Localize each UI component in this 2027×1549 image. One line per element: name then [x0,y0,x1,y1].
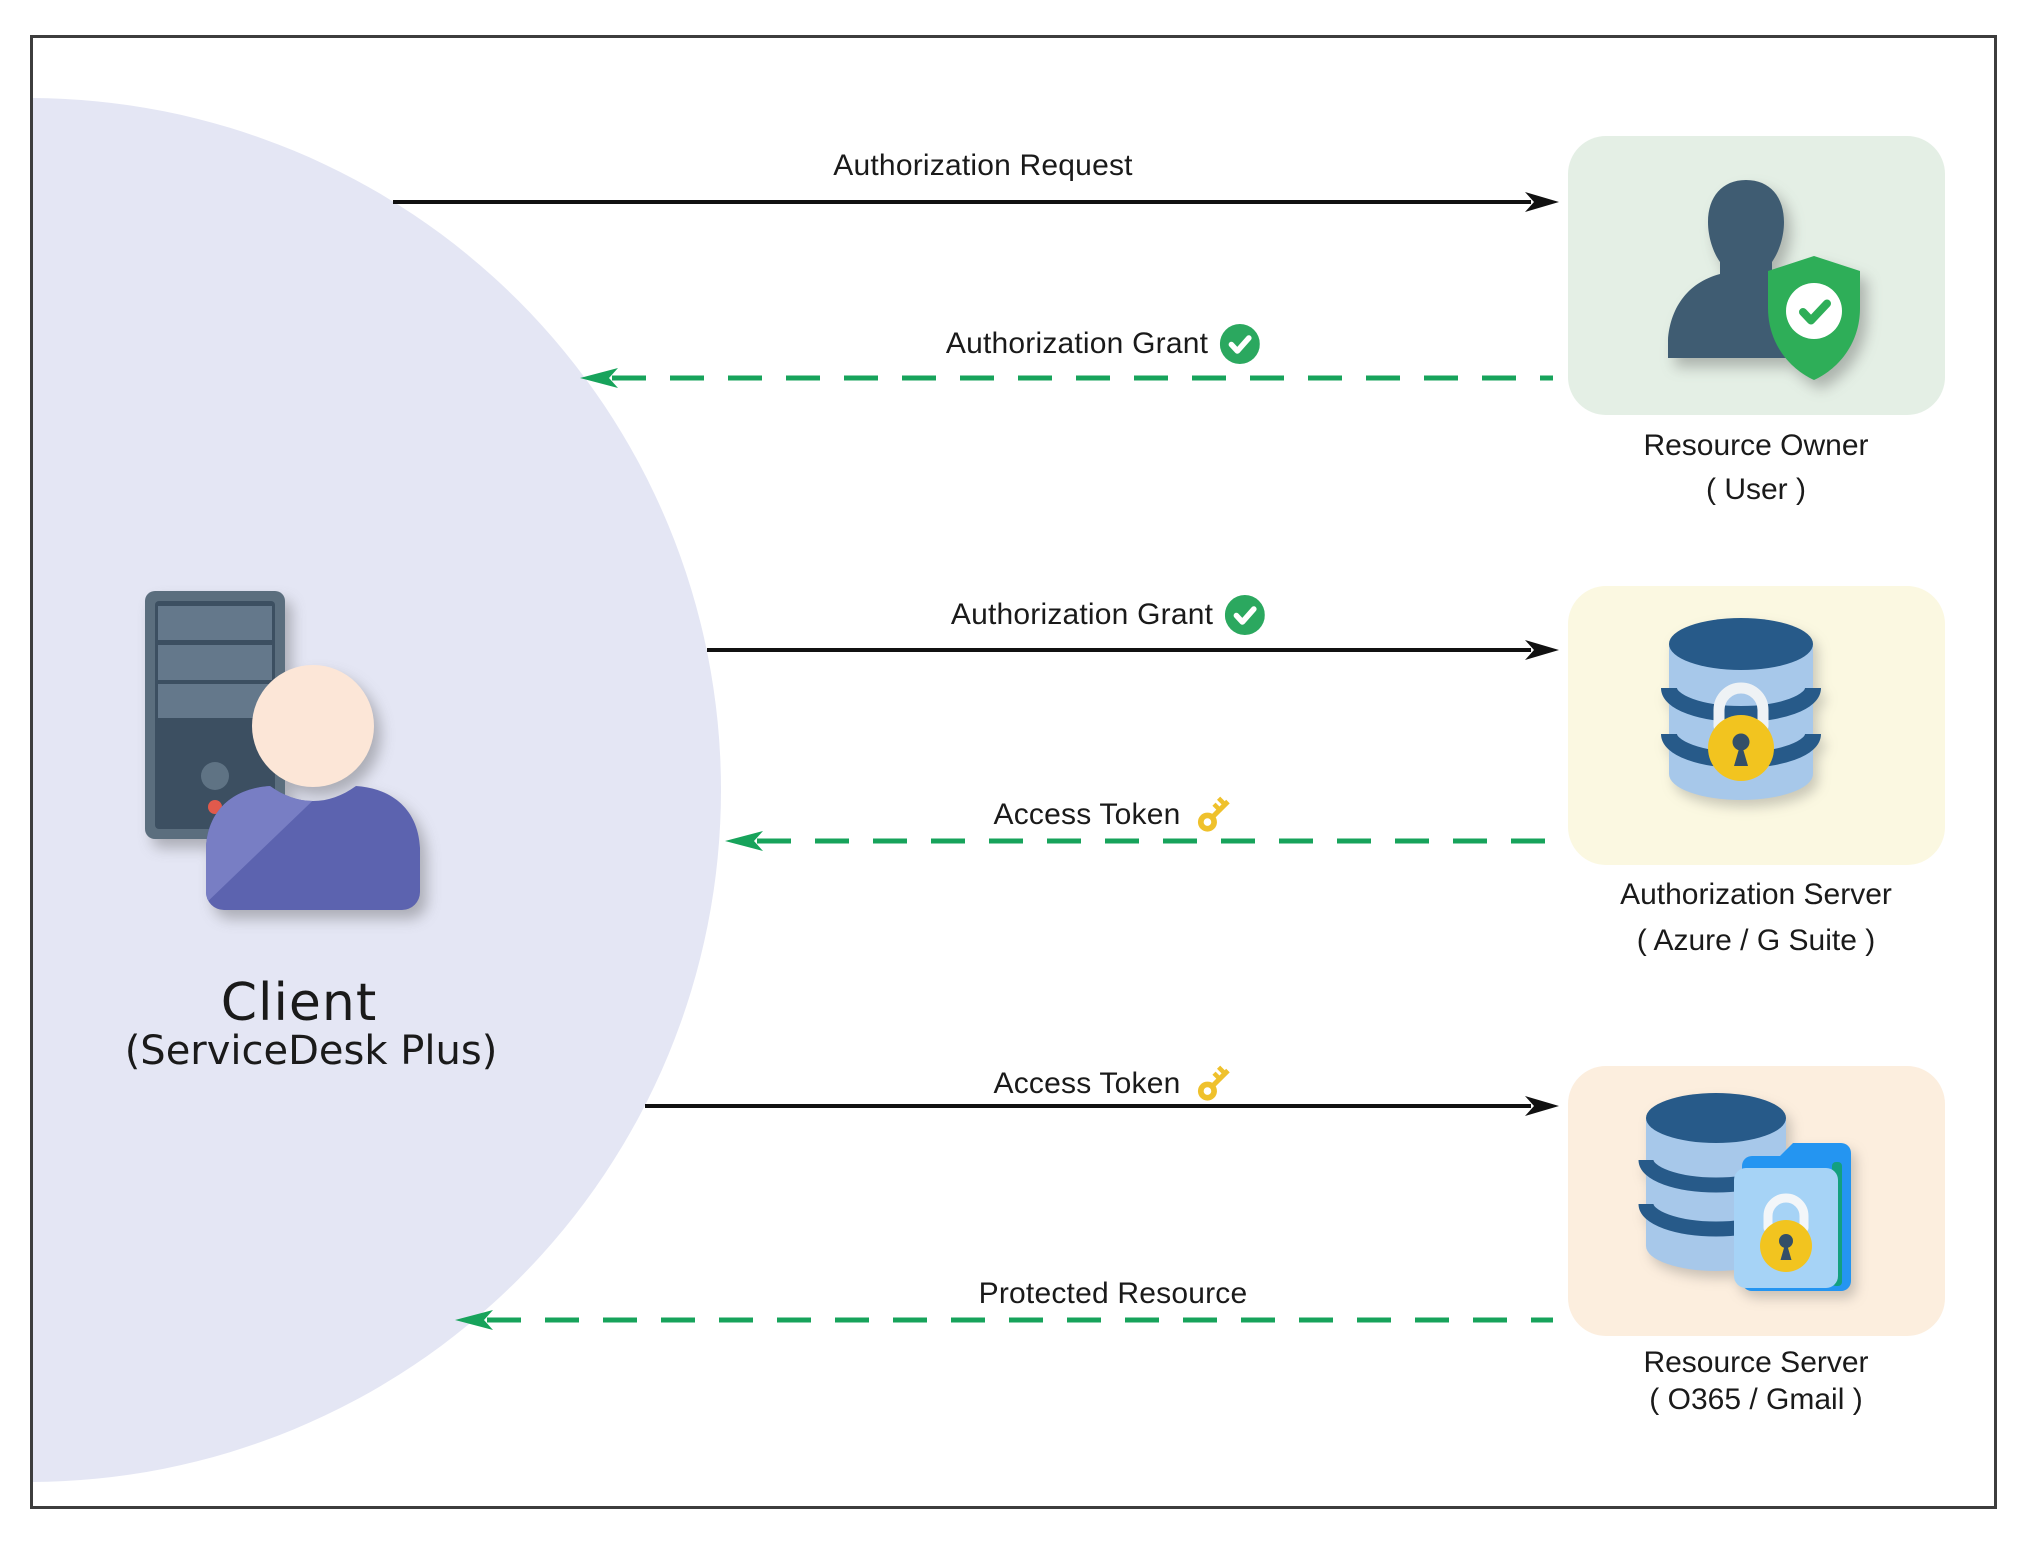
arrow-label-protected-resource: Protected Resource [979,1279,1248,1309]
dashed-left-arrow [580,368,1553,388]
arrow-label-access-token: Access Token [994,793,1237,837]
arrow-label-text: Access Token [993,1067,1181,1100]
node-subtitle: ( User ) [1706,473,1806,506]
node-subtitle: ( Azure / G Suite ) [1636,924,1876,957]
check-icon [1225,595,1266,635]
node-title: Resource Server [1643,1346,1869,1379]
arrow-label-text: Authorization Request [833,149,1133,182]
key-icon [1197,1065,1230,1101]
arrow-label-authorization-grant: Authorization Grant [945,324,1261,364]
computer-user-icon [145,591,420,910]
check-icon [1220,324,1261,364]
arrow-label-authorization-request: Authorization Request [833,151,1132,181]
node-title: Resource Owner [1643,429,1869,462]
arrow-label-text: Authorization Grant [950,598,1214,631]
dashed-left-arrow [725,831,1553,851]
key-icon [1197,796,1230,832]
arrow-label-text: Authorization Grant [945,327,1209,360]
client-title: Client [220,973,378,1033]
solid-right-arrow [707,640,1559,660]
arrow-label-text: Access Token [993,798,1181,831]
diagram-frame: Client (ServiceDesk Plus) Authorization … [30,35,1997,1509]
database-lock-icon [1661,618,1821,800]
dashed-left-arrow [455,1310,1553,1330]
client-subtitle: (ServiceDesk Plus) [124,1028,498,1074]
user-shield-icon [1668,180,1860,380]
arrow-label-authorization-grant: Authorization Grant [950,595,1266,635]
arrow-label-access-token: Access Token [994,1062,1237,1106]
node-title: Authorization Server [1620,878,1892,911]
solid-right-arrow [645,1096,1559,1116]
arrow-label-text: Protected Resource [978,1277,1248,1310]
solid-right-arrow [393,192,1559,212]
node-subtitle: ( O365 / Gmail ) [1649,1383,1863,1416]
database-folder-lock-icon [1638,1093,1851,1291]
